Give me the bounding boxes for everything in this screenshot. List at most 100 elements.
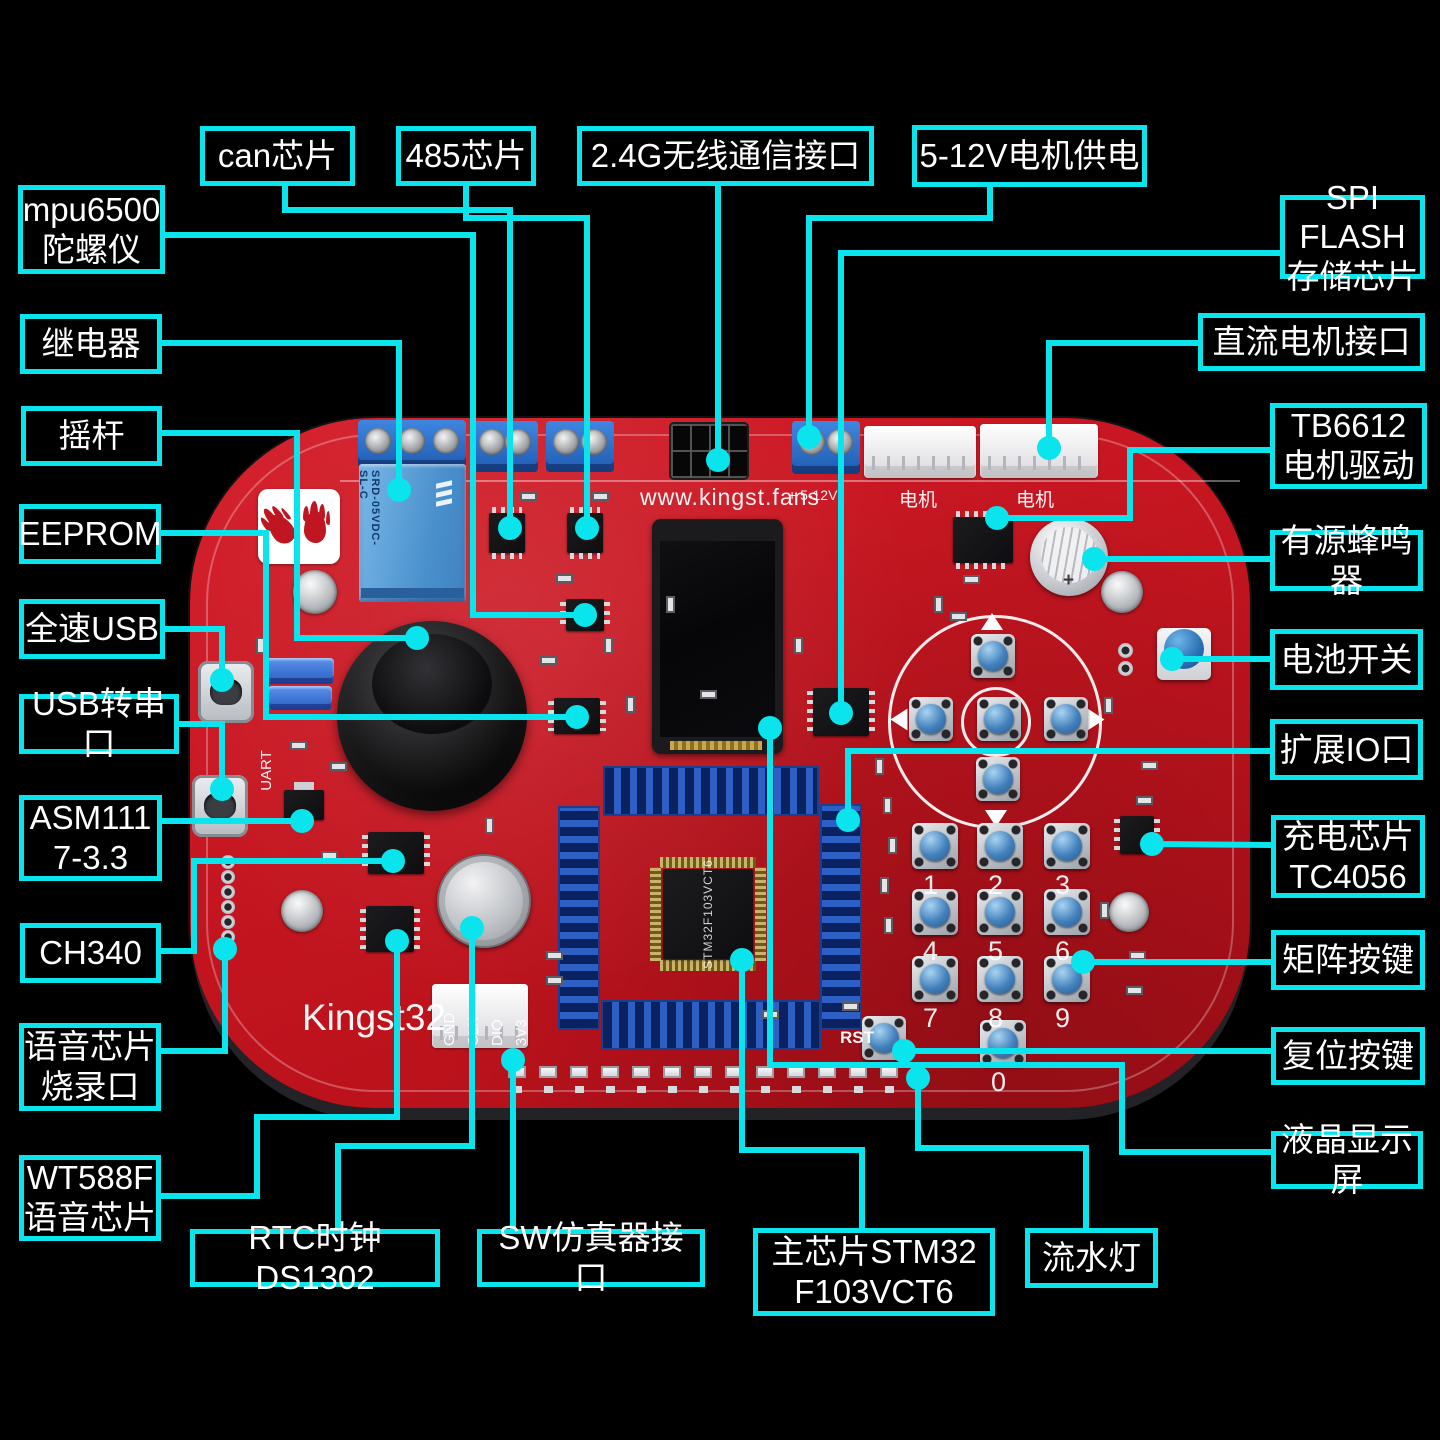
label-lcd: 液晶显示屏	[1271, 1121, 1423, 1198]
label-usb-serial: USB转串口	[19, 685, 179, 762]
button-cap-key-3	[1052, 831, 1082, 861]
female-header-top	[603, 766, 819, 816]
key-number-1: 1	[923, 870, 939, 900]
lcd-screen	[652, 519, 783, 754]
label-mcu: 主芯片STM32 F103VCT6	[753, 1228, 995, 1316]
mcu-pins-left	[650, 867, 661, 961]
passive-component	[546, 976, 563, 985]
passive-component	[700, 690, 717, 699]
button-key-1	[912, 823, 958, 869]
usb-serial-port	[192, 775, 248, 837]
prog-header-hole	[221, 930, 235, 944]
button-cap-key-9	[1052, 964, 1082, 994]
motor-power-terminal	[792, 421, 860, 474]
passive-component	[321, 851, 338, 860]
led	[632, 1066, 650, 1078]
battery-header-pin1	[1118, 643, 1133, 658]
button-cap-nav-3	[1051, 704, 1081, 734]
label-rtc: RTC时钟DS1302	[190, 1219, 440, 1296]
silk-sw-pin-DIO: DIO	[489, 1019, 506, 1046]
passive-component	[884, 917, 893, 934]
silk-brand: Kingst32	[302, 997, 446, 1038]
key-number-8: 8	[988, 1003, 1004, 1033]
button-key-2	[977, 823, 1023, 869]
label-power-switch: 电池开关	[1270, 629, 1423, 690]
label-dc-motor: 直流电机接口	[1198, 313, 1425, 371]
led-pad	[792, 1086, 801, 1093]
label-sw-debug: SW仿真器接口	[477, 1219, 705, 1296]
key-number-6: 6	[1055, 936, 1071, 966]
led-pad	[854, 1086, 863, 1093]
button-cap-key-2	[985, 831, 1015, 861]
prog-header-hole	[221, 900, 235, 914]
wire-motor-power	[806, 187, 993, 437]
button-cap-nav-4	[983, 764, 1013, 794]
silk-uart: UART	[257, 750, 275, 791]
label-exp-io: 扩展IO口	[1270, 719, 1423, 780]
passive-component	[883, 797, 892, 814]
485-screw-terminal	[546, 421, 614, 472]
led-pad	[668, 1086, 677, 1093]
led-pad	[823, 1086, 832, 1093]
female-header-left	[558, 806, 600, 1030]
passive-component	[626, 696, 635, 713]
button-cap-nav-0	[978, 641, 1008, 671]
relay-module: SRD-05VDC-SL-C	[357, 464, 466, 602]
relay-model-text: SRD-05VDC-SL-C	[357, 470, 381, 547]
mount-screw-tl	[293, 570, 337, 614]
usb-fullspeed-port	[198, 661, 254, 723]
female-header-right	[820, 804, 862, 1030]
label-485-chip: 485芯片	[396, 126, 536, 186]
battery-header-pin2	[1118, 661, 1133, 676]
led-pad	[730, 1086, 739, 1093]
label-relay: 继电器	[20, 314, 162, 374]
lcd-glass	[660, 541, 775, 737]
led	[818, 1066, 836, 1078]
label-reset-key: 复位按键	[1271, 1027, 1425, 1085]
logo-footprint-right	[304, 511, 326, 543]
nav-arrow-up	[981, 613, 1003, 630]
led	[849, 1066, 867, 1078]
passive-component	[842, 1002, 859, 1011]
relay-terminal-screw-mid	[399, 428, 425, 454]
passive-component	[330, 762, 347, 771]
silk-motor-right: 电机	[1016, 490, 1055, 511]
passive-component	[1126, 986, 1143, 995]
mpu6500-ic	[560, 599, 610, 631]
passive-component	[256, 637, 265, 654]
wt588f-ic	[360, 906, 420, 952]
button-nav-0	[971, 634, 1015, 678]
label-voice-prog: 语音芯片 烧录口	[19, 1023, 161, 1111]
charger-ic	[1114, 816, 1160, 854]
passive-component	[546, 951, 563, 960]
rf-2g4-socket	[671, 424, 747, 478]
passive-component	[950, 612, 967, 621]
passive-component	[794, 637, 803, 654]
passive-component	[934, 596, 943, 613]
label-can-chip: can芯片	[200, 126, 355, 186]
label-led-row: 流水灯	[1025, 1228, 1158, 1288]
led-pad	[544, 1086, 553, 1093]
passive-component	[290, 741, 307, 750]
silk-website: www.kingst.fans	[640, 484, 820, 510]
key-number-9: 9	[1055, 1003, 1071, 1033]
key-number-0: 0	[991, 1067, 1007, 1097]
button-cap-key-7	[920, 964, 950, 994]
led	[694, 1066, 712, 1078]
button-nav-4	[976, 757, 1020, 801]
eeprom-ic	[548, 698, 606, 734]
label-buzzer: 有源蜂鸣器	[1270, 522, 1423, 599]
joystick-knob-top	[372, 634, 492, 734]
label-rf-2g4: 2.4G无线通信接口	[577, 126, 874, 186]
tb6612-ic	[953, 511, 1013, 569]
led-pad	[606, 1086, 615, 1093]
mcu-pins-bottom	[660, 960, 756, 971]
button-cap-nav-2	[984, 704, 1014, 734]
label-asm1117: ASM111 7-3.3	[19, 795, 162, 881]
spi-flash-ic	[807, 688, 875, 736]
power-switch-cap	[1164, 629, 1204, 669]
label-eeprom: EEPROM	[18, 504, 162, 564]
led-pad	[885, 1086, 894, 1093]
led	[725, 1066, 743, 1078]
